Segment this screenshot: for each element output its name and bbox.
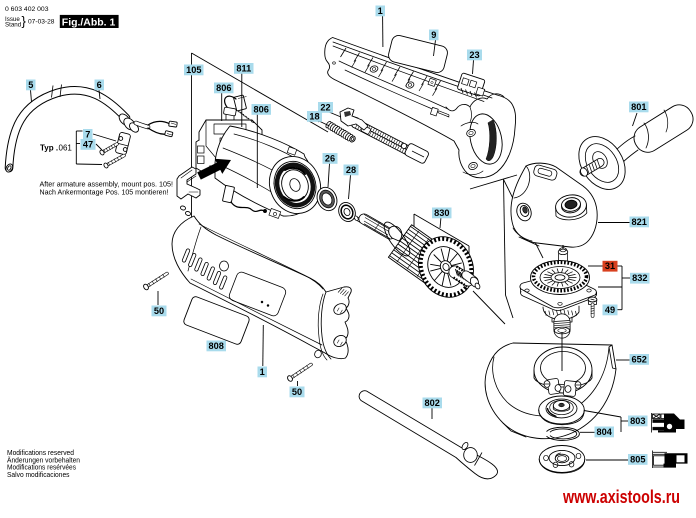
svg-text:Issue: Issue — [5, 16, 20, 23]
svg-text:www.axistools.ru: www.axistools.ru — [562, 486, 680, 507]
svg-text:26: 26 — [325, 153, 335, 163]
svg-text:811: 811 — [236, 63, 251, 73]
svg-text:22: 22 — [320, 102, 330, 112]
svg-text:9: 9 — [431, 30, 436, 40]
svg-text:23: 23 — [469, 50, 479, 60]
svg-text:18: 18 — [309, 111, 319, 121]
svg-text:061: 061 — [59, 144, 73, 153]
svg-text:5: 5 — [28, 80, 33, 90]
svg-text:806: 806 — [254, 104, 269, 114]
svg-text:31: 31 — [605, 261, 615, 271]
svg-text:802: 802 — [425, 398, 440, 408]
svg-text:652: 652 — [632, 354, 647, 364]
svg-text:830: 830 — [434, 208, 449, 218]
svg-text:After armature assembly, mount: After armature assembly, mount pos. 105! — [40, 179, 174, 188]
svg-text:832: 832 — [632, 273, 647, 283]
svg-text:Modifications resérvées: Modifications resérvées — [7, 463, 76, 472]
svg-text:804: 804 — [597, 427, 613, 437]
svg-text:0 603 402 003: 0 603 402 003 — [5, 6, 49, 13]
svg-text:50: 50 — [292, 387, 302, 397]
svg-text:6: 6 — [97, 80, 102, 90]
svg-text:Typ .: Typ . — [40, 144, 58, 153]
svg-text:Änderungen vorbehalten: Änderungen vorbehalten — [7, 455, 80, 464]
svg-text:Stand: Stand — [5, 22, 22, 29]
svg-text:49: 49 — [605, 305, 615, 315]
svg-text:803: 803 — [630, 416, 645, 426]
svg-text:105: 105 — [186, 65, 201, 75]
svg-text:}: } — [22, 14, 27, 29]
svg-text:806: 806 — [216, 83, 231, 93]
svg-text:801: 801 — [631, 102, 646, 112]
svg-text:Nach Ankermontage Pos. 105 mon: Nach Ankermontage Pos. 105 montieren! — [40, 188, 169, 197]
svg-text:1: 1 — [260, 367, 265, 377]
svg-text:07-03-28: 07-03-28 — [28, 18, 55, 25]
svg-text:1: 1 — [378, 6, 383, 16]
svg-text:805: 805 — [630, 454, 645, 464]
svg-text:47: 47 — [83, 139, 93, 149]
svg-text:7: 7 — [85, 129, 90, 139]
svg-text:Fig./Abb. 1: Fig./Abb. 1 — [62, 17, 116, 28]
svg-text:808: 808 — [209, 341, 224, 351]
svg-text:50: 50 — [154, 306, 164, 316]
svg-text:Modifications reserved: Modifications reserved — [7, 448, 74, 457]
svg-text:Salvo modificaciones: Salvo modificaciones — [7, 470, 70, 479]
svg-text:821: 821 — [632, 217, 647, 227]
svg-text:28: 28 — [346, 165, 356, 175]
